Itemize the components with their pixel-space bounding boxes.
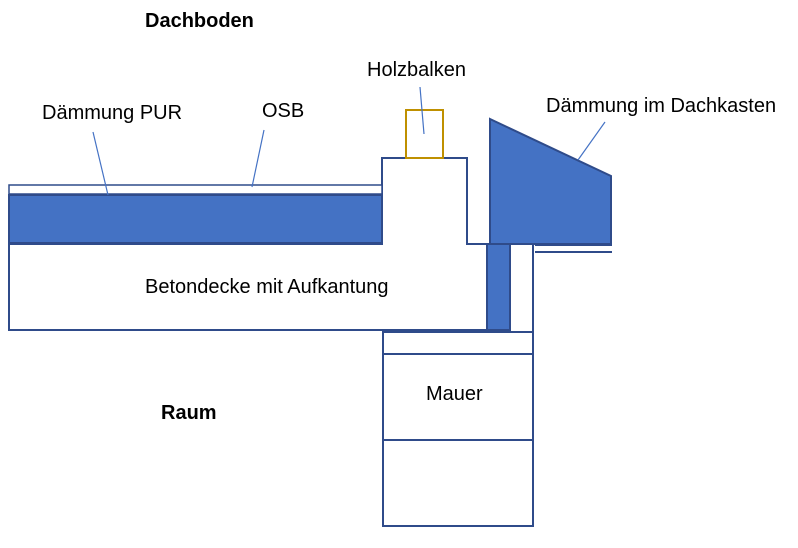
- insulation-pur-label: Dämmung PUR: [42, 102, 182, 124]
- osb-board: [8, 184, 383, 195]
- leader-line-osb: [251, 129, 265, 188]
- edge-insulation: [486, 243, 511, 331]
- roof-box-insulation: [489, 117, 612, 245]
- wall-block-top: [382, 331, 534, 355]
- osb-label: OSB: [262, 100, 304, 122]
- pur-insulation: [8, 194, 383, 244]
- outer-wall-column: [509, 244, 534, 332]
- attic-label: Dachboden: [145, 10, 254, 32]
- timber-beam-label: Holzbalken: [367, 59, 466, 81]
- leader-line-beam: [419, 86, 425, 135]
- wall-label: Mauer: [426, 383, 483, 405]
- leader-line-pur: [92, 131, 109, 196]
- timber-beam: [405, 109, 444, 159]
- wall-block-bottom: [382, 439, 534, 527]
- room-label: Raum: [161, 402, 217, 424]
- concrete-slab-label: Betondecke mit Aufkantung: [145, 276, 389, 298]
- wall-block-middle: [382, 353, 534, 441]
- roof-box-insulation-label: Dämmung im Dachkasten: [546, 95, 776, 117]
- leader-line-roof-box: [577, 121, 606, 161]
